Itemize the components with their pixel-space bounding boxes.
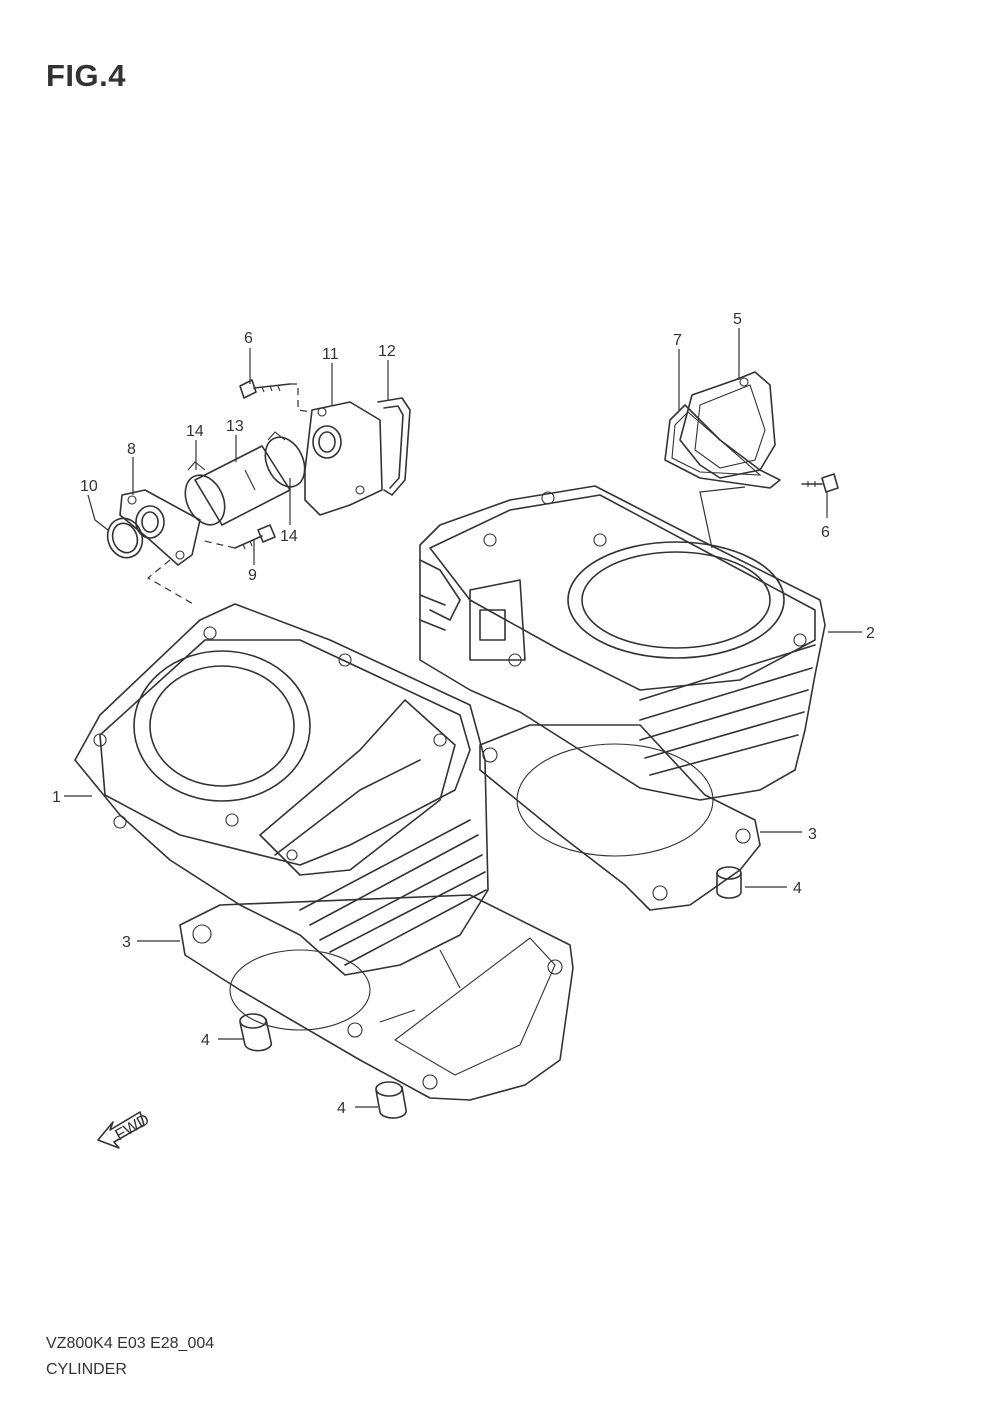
- callout-3-rear: 3: [808, 826, 817, 843]
- callout-1: 1: [52, 789, 61, 806]
- front-base-gasket: [179, 894, 574, 1101]
- hose-clamp-14-right: [264, 431, 306, 488]
- callout-3-front: 3: [122, 934, 131, 951]
- assembly-line-intake: [146, 559, 196, 606]
- callout-2: 2: [866, 625, 875, 642]
- fwd-arrow-icon: FWD: [97, 1111, 152, 1149]
- reed-valve-cover-5: [679, 371, 776, 479]
- diagram-footer: VZ800K4 E03 E28_004 CYLINDER: [46, 1331, 214, 1383]
- callout-5: 5: [733, 311, 742, 328]
- intake-pipe-11: [304, 401, 383, 516]
- intake-pipe-8: [119, 489, 201, 566]
- callout-6-right: 6: [821, 524, 830, 541]
- diagram-code: VZ800K4 E03 E28_004: [46, 1335, 215, 1352]
- callout-12: 12: [378, 343, 396, 360]
- callout-leaders: [64, 328, 862, 1108]
- bolt-6-left: [239, 379, 291, 399]
- callout-14-left: 14: [186, 423, 204, 440]
- bolt-9: [234, 524, 276, 550]
- callout-8: 8: [127, 441, 136, 458]
- rear-cylinder: [419, 485, 826, 801]
- callout-10: 10: [80, 478, 98, 495]
- callout-9: 9: [248, 567, 257, 584]
- gasket-7: [664, 404, 781, 489]
- callout-13: 13: [226, 418, 244, 435]
- figure-title: FIG.4: [46, 58, 127, 93]
- callout-7: 7: [673, 332, 682, 349]
- assembly-line-reed: [699, 486, 746, 549]
- callout-4-rear: 4: [793, 880, 802, 897]
- hose-13: [194, 445, 291, 526]
- rear-base-gasket: [479, 724, 761, 911]
- o-ring-10: [106, 517, 144, 559]
- assembly-line-bolt-6: [290, 383, 313, 413]
- callout-6-left: 6: [244, 330, 253, 347]
- dowel-pin-front-lower: [375, 1081, 407, 1119]
- dowel-pin-rear: [716, 866, 742, 899]
- callout-11: 11: [322, 346, 339, 363]
- front-cylinder: [74, 603, 489, 976]
- callout-4-front-lower: 4: [337, 1100, 346, 1117]
- hose-clamp-14-left: [184, 461, 226, 526]
- assembly-line-bolt-9: [199, 539, 236, 549]
- dowel-pin-front-upper: [239, 1013, 273, 1052]
- callout-4-front-upper: 4: [201, 1032, 210, 1049]
- callout-14-right: 14: [280, 528, 298, 545]
- bolt-6-right: [801, 473, 839, 493]
- o-ring-12: [377, 397, 411, 496]
- diagram-caption: CYLINDER: [46, 1361, 127, 1378]
